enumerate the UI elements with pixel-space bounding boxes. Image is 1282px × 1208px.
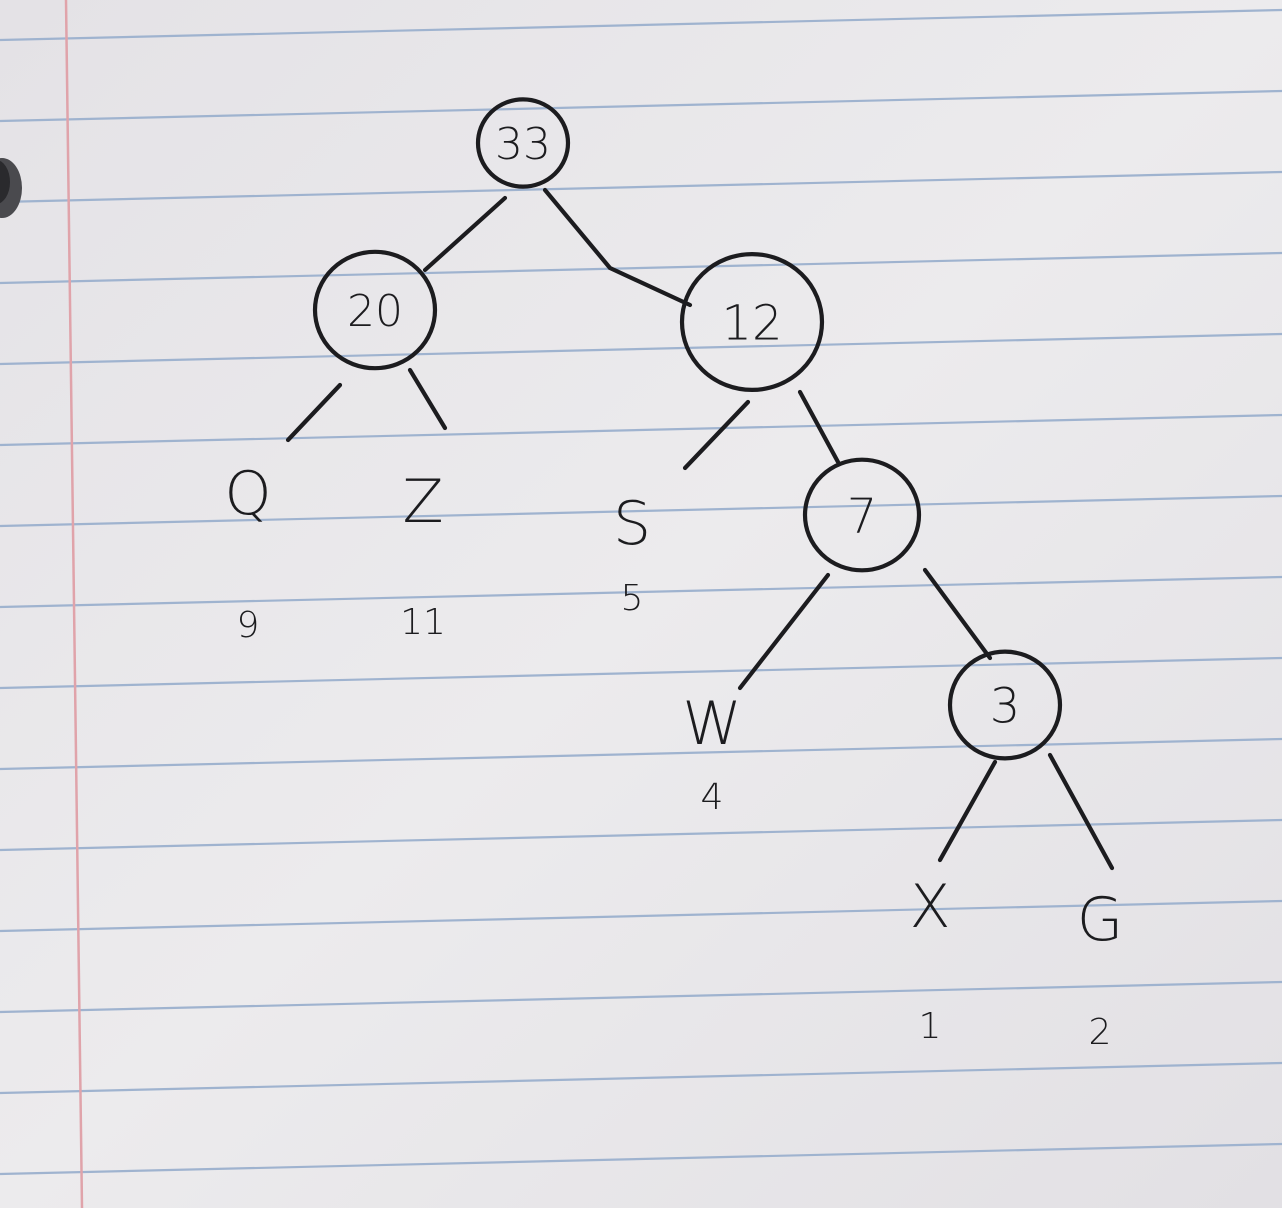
- edge-n7-to-n3: [922, 567, 993, 661]
- node-circle: [679, 252, 825, 393]
- leaf-label: S: [613, 489, 651, 559]
- leaf-label: W: [682, 689, 741, 759]
- edge-n7-to-W: [737, 572, 831, 691]
- leaf-weight: 2: [1089, 1012, 1112, 1053]
- node-7: 7: [802, 457, 922, 573]
- leaf-label: X: [909, 872, 950, 942]
- leaf-weight: 11: [400, 602, 446, 643]
- binder-hole: [0, 158, 22, 218]
- edge-n20-to-Q: [285, 382, 343, 443]
- rule-line: [0, 737, 1282, 771]
- leaf-W: W4: [682, 689, 741, 818]
- edge-n12-to-n7: [797, 389, 841, 465]
- ruled-lines: [0, 8, 1282, 1176]
- node-label: 3: [990, 678, 1021, 734]
- rule-line: [0, 1142, 1282, 1176]
- tree-edges: [285, 187, 1115, 871]
- rule-line: [0, 818, 1282, 852]
- edge-n33-to-n20: [422, 195, 508, 273]
- node-label: 7: [847, 488, 878, 544]
- leaf-Z: Z 11: [400, 467, 446, 643]
- node-circle: [947, 649, 1063, 761]
- node-circle: [312, 249, 438, 371]
- node-circle: [475, 97, 571, 189]
- rule-line: [0, 8, 1282, 42]
- rule-line: [0, 1061, 1282, 1095]
- node-label: 20: [347, 286, 403, 337]
- rule-line: [0, 980, 1282, 1014]
- edge-n3-to-G: [1047, 752, 1115, 871]
- leaf-label: Z: [402, 467, 443, 537]
- rule-line: [0, 251, 1282, 285]
- node-3: 3: [947, 649, 1063, 761]
- edge-n12-to-S: [682, 399, 751, 471]
- margin-line: [64, 0, 84, 1208]
- rule-line: [0, 89, 1282, 123]
- edge-n20-to-Z: [407, 367, 448, 431]
- leaf-G: G2: [1077, 885, 1124, 1053]
- edge-n33-to-n12: [542, 187, 693, 308]
- leaf-weight: 9: [237, 605, 260, 646]
- edge-n3-to-X: [937, 759, 998, 863]
- rule-line: [0, 170, 1282, 204]
- rule-line: [0, 332, 1282, 366]
- leaf-S: S5: [613, 489, 651, 619]
- node-circle: [802, 457, 922, 573]
- node-label: 12: [721, 295, 782, 351]
- rule-line: [0, 899, 1282, 933]
- leaf-label: Q: [224, 459, 271, 529]
- rule-line: [0, 656, 1282, 690]
- rule-line: [0, 413, 1282, 447]
- node-33: 33: [475, 97, 571, 189]
- tree-nodes: 33 20 12 7 3: [312, 97, 1063, 761]
- rule-line: [0, 575, 1282, 609]
- node-20: 20: [312, 249, 438, 371]
- leaf-weight: 1: [919, 1006, 942, 1047]
- node-label: 33: [495, 119, 551, 170]
- leaf-Q: Q9: [224, 459, 271, 646]
- leaf-weight: 5: [621, 578, 644, 619]
- leaf-weight: 4: [701, 777, 724, 818]
- leaf-label: G: [1077, 885, 1124, 955]
- rule-line: [0, 494, 1282, 528]
- node-12: 12: [679, 252, 825, 393]
- leaf-X: X1: [909, 872, 950, 1047]
